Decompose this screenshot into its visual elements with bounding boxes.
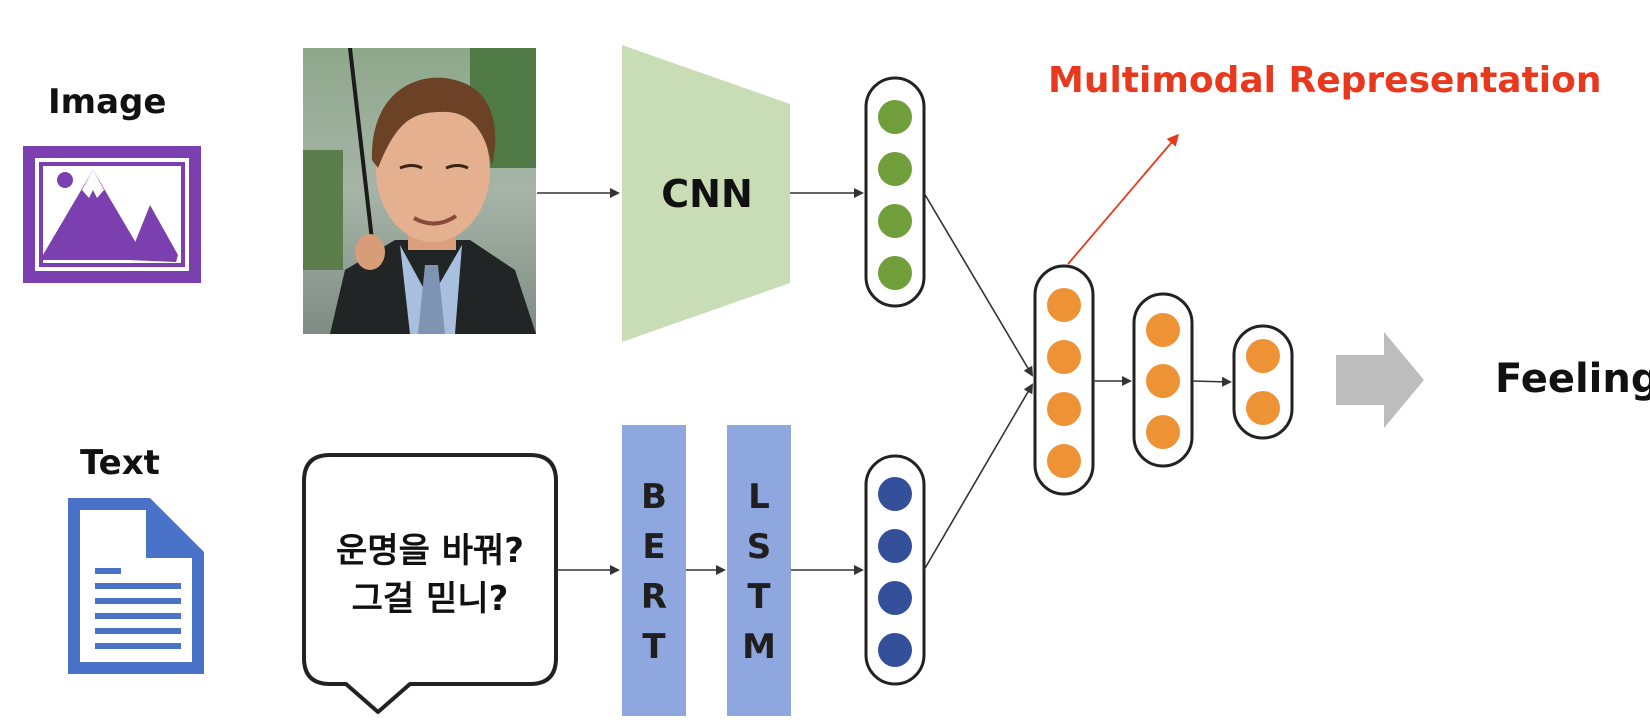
person-photo: [303, 48, 536, 334]
speech-line-2: 그걸 믿니?: [352, 579, 509, 619]
cnn-label: CNN: [661, 172, 753, 216]
document-icon: [68, 498, 204, 674]
text-label: Text: [80, 443, 160, 483]
connector-arrows: [537, 188, 1232, 575]
output-arrow: [1336, 332, 1424, 428]
image-label: Image: [48, 82, 166, 122]
speech-line-1: 운명을 바꿔?: [336, 531, 524, 571]
image-vector: [864, 76, 926, 308]
lstm-letters: L S T M: [742, 477, 776, 667]
speech-bubble: 운명을 바꿔? 그걸 믿니?: [302, 453, 558, 714]
bert-letter: T: [642, 627, 666, 667]
picture-icon: [23, 146, 201, 283]
bert-letters: B E R T: [641, 477, 667, 667]
multimodal-label: Multimodal Representation: [1048, 60, 1601, 101]
bert-letter: E: [642, 527, 665, 567]
bert-letter: B: [641, 477, 667, 517]
lstm-letter: T: [747, 577, 771, 617]
feeling-label: Feeling: [1495, 356, 1650, 402]
fusion-layer-2: [1132, 292, 1194, 468]
cnn-block: [622, 45, 790, 342]
lstm-letter: S: [747, 527, 772, 567]
lstm-block: [727, 425, 791, 716]
fusion-layer-3: [1232, 324, 1294, 440]
text-vector: [864, 454, 926, 686]
bert-letter: R: [641, 577, 667, 617]
bert-block: [622, 425, 686, 716]
lstm-letter: L: [748, 477, 770, 517]
lstm-letter: M: [742, 627, 776, 667]
fusion-layer-1: [1033, 264, 1095, 496]
multimodal-pointer-arrow: [1067, 133, 1179, 265]
